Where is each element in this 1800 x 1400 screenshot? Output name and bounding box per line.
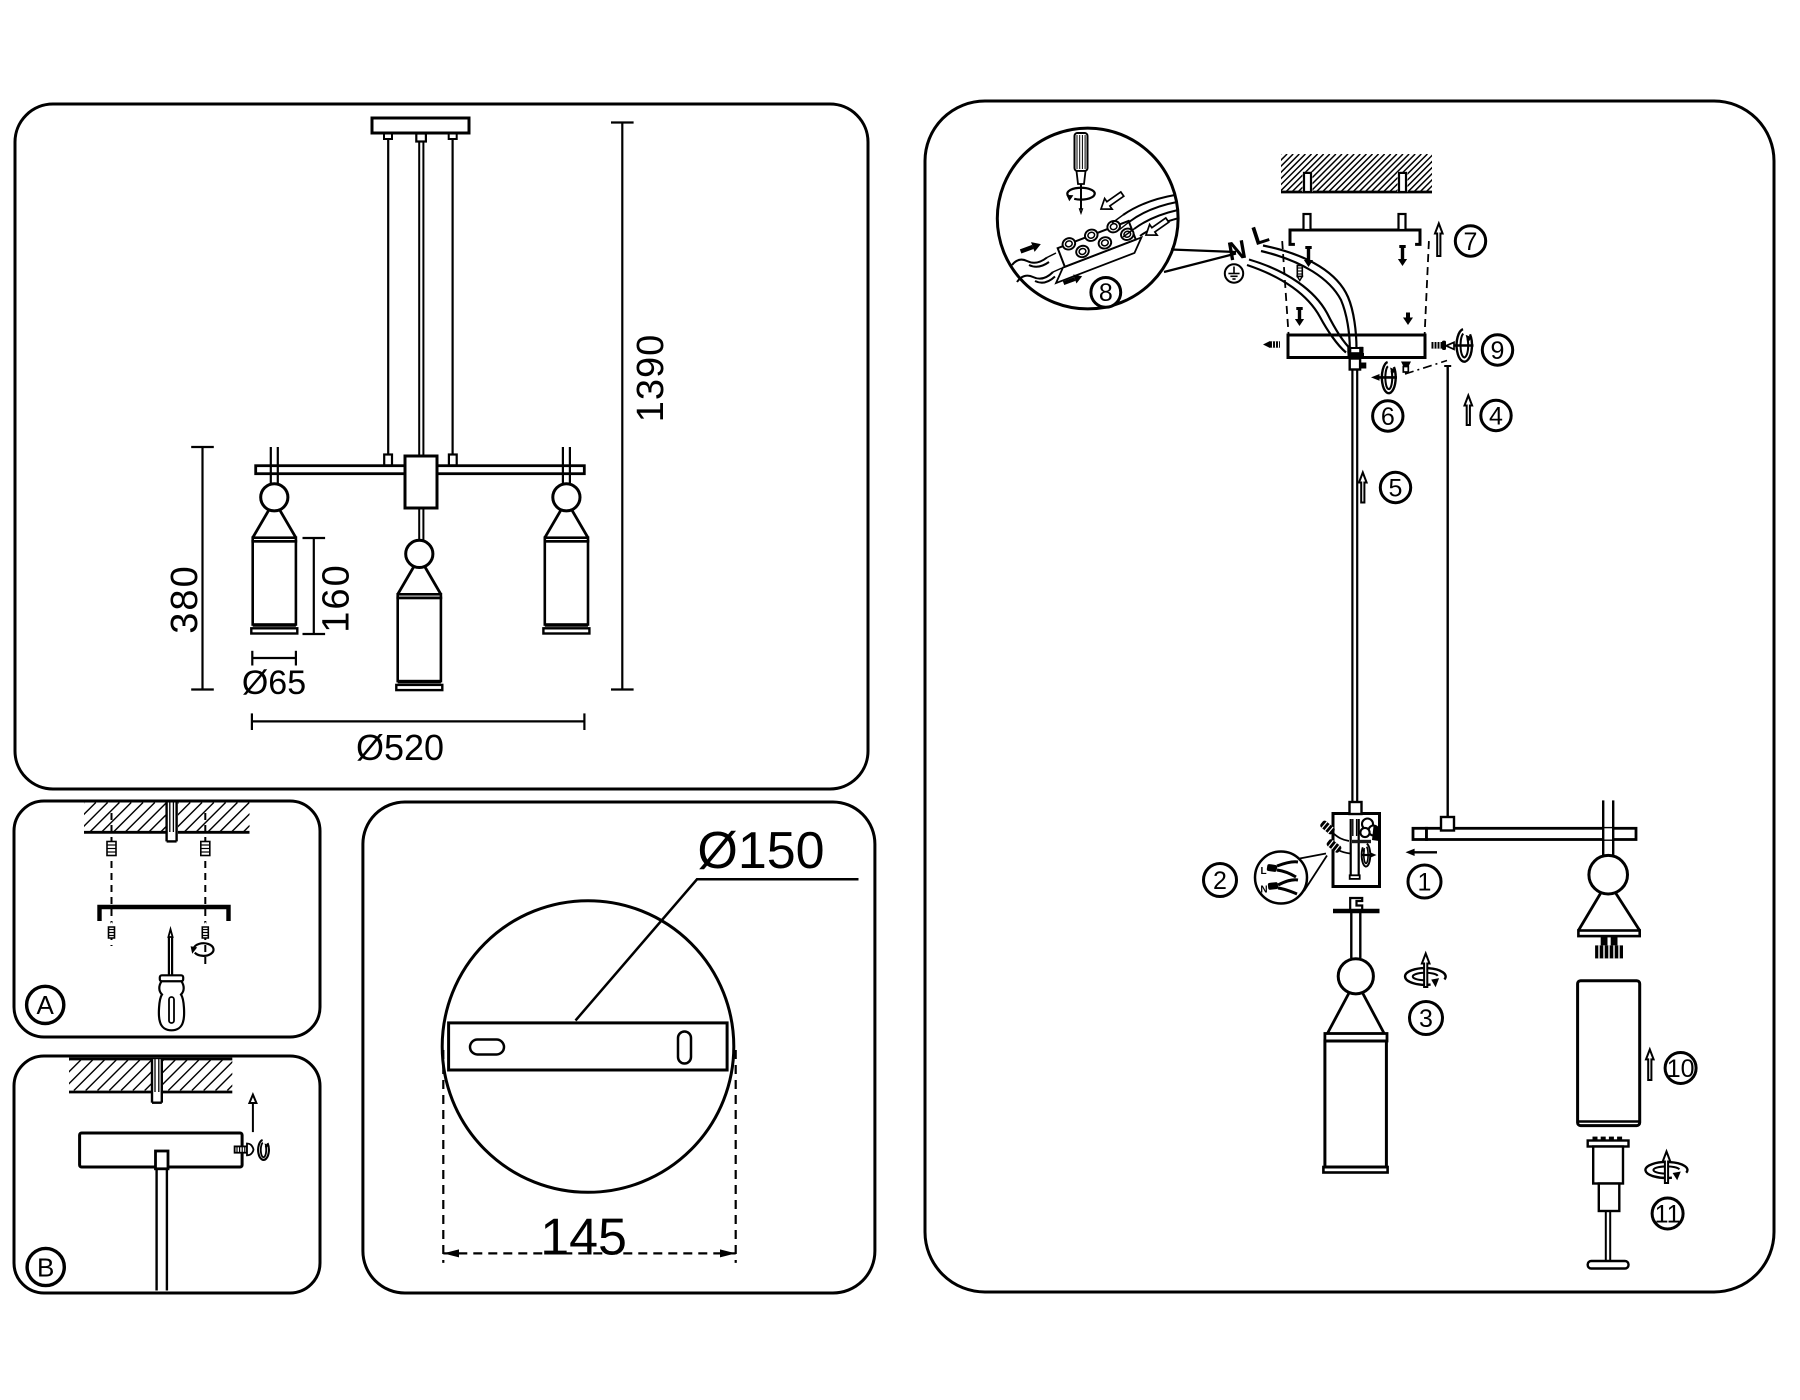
svg-text:7: 7 [1464,228,1478,256]
svg-text:5: 5 [1389,474,1403,502]
svg-text:2: 2 [1213,867,1227,895]
svg-text:N: N [1225,234,1249,267]
svg-text:3: 3 [1419,1005,1433,1033]
svg-text:B: B [37,1252,54,1282]
svg-text:Ø65: Ø65 [242,664,306,702]
svg-text:8: 8 [1099,279,1113,307]
svg-text:10: 10 [1667,1055,1695,1083]
svg-text:11: 11 [1655,1200,1681,1228]
svg-text:6: 6 [1381,403,1395,431]
svg-text:380: 380 [164,564,206,633]
svg-text:160: 160 [316,563,358,632]
svg-text:Ø520: Ø520 [356,727,444,768]
svg-text:Ø150: Ø150 [697,822,824,880]
svg-text:1390: 1390 [630,334,672,423]
svg-text:9: 9 [1491,337,1505,365]
svg-text:4: 4 [1489,402,1503,430]
svg-text:145: 145 [540,1209,627,1267]
svg-text:N: N [1260,885,1267,896]
svg-text:L: L [1260,866,1266,877]
svg-text:1: 1 [1418,868,1432,896]
svg-text:A: A [37,990,55,1020]
